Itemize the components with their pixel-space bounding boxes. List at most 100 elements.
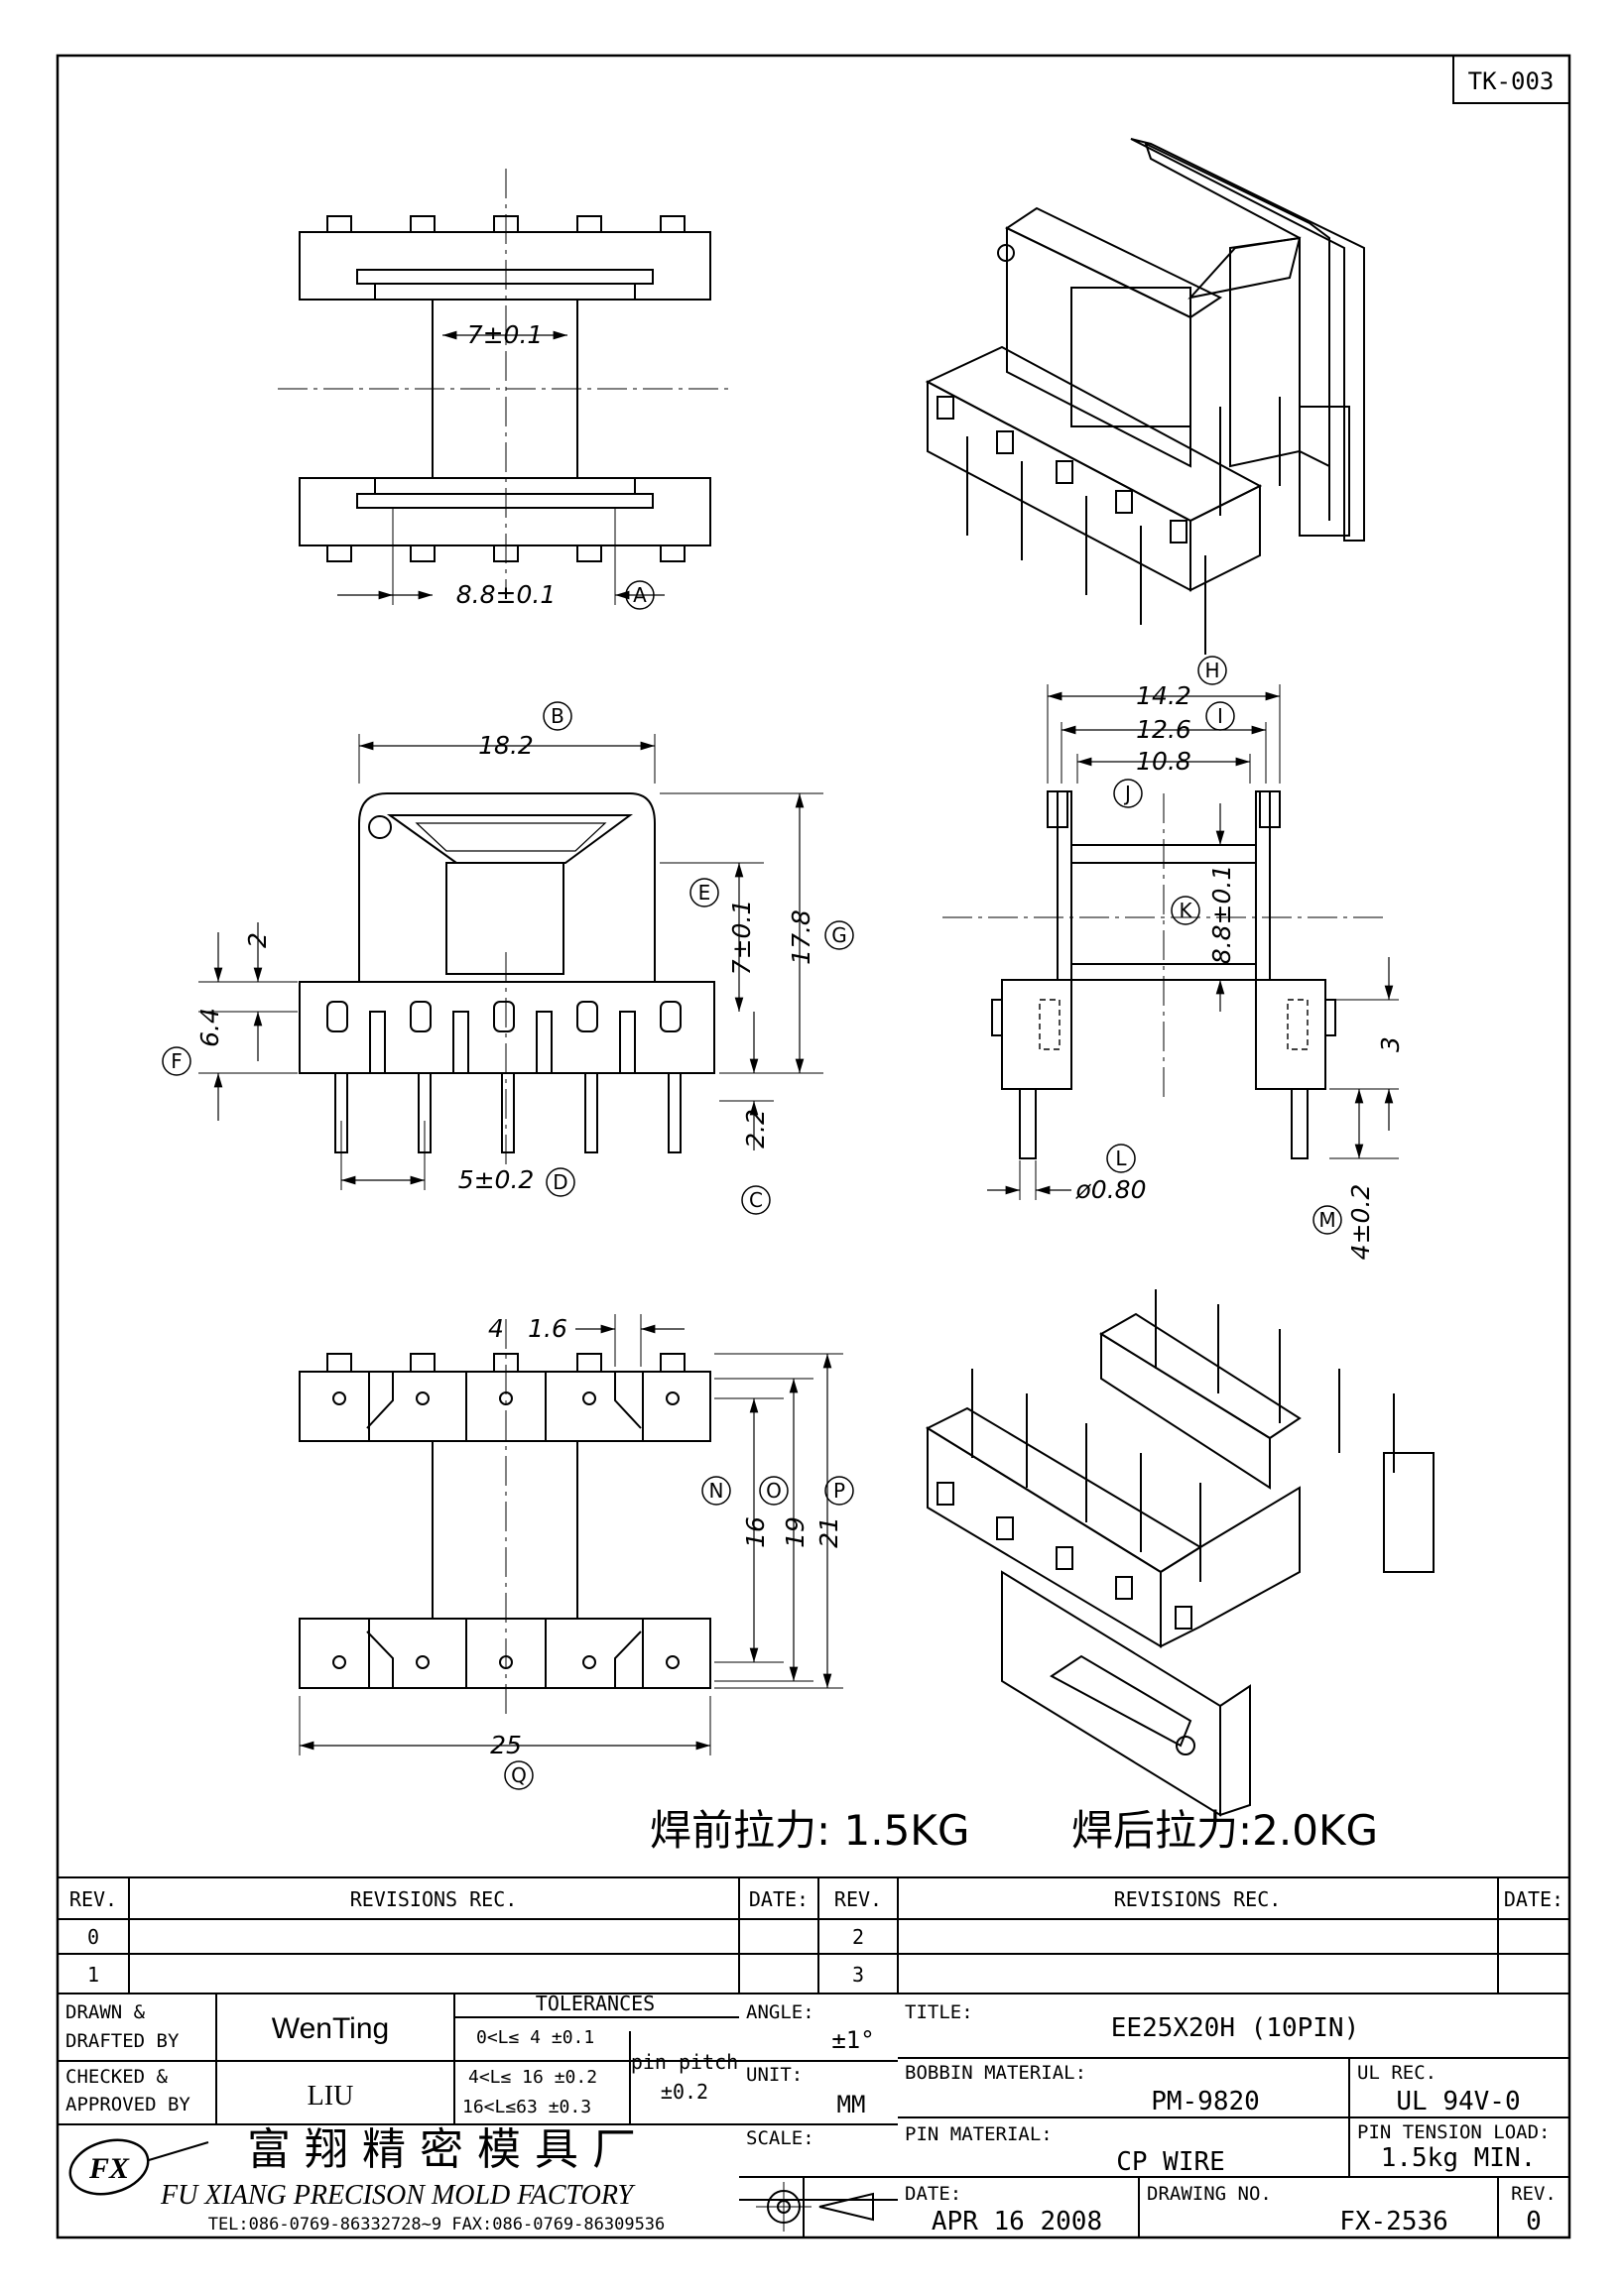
tension-value: 1.5kg MIN. [1381, 2143, 1537, 2173]
drawn-label-1: DRAWN & [65, 2001, 146, 2023]
dim-6-4: 6.4 [195, 1008, 224, 1047]
svg-text:K: K [1179, 899, 1192, 922]
svg-text:F: F [171, 1049, 183, 1073]
angle-value: ±1° [831, 2026, 874, 2054]
unit-value: MM [837, 2091, 866, 2118]
scale-label: SCALE: [746, 2127, 814, 2149]
marker-a: A [625, 580, 655, 610]
rev-header-right: REV. [834, 1887, 882, 1911]
svg-text:O: O [766, 1479, 782, 1503]
title-label: TITLE: [905, 2001, 973, 2023]
tol-row-3: 16<L≤63 ±0.3 [462, 2097, 591, 2117]
marker-c: C [741, 1185, 771, 1215]
dim-4: 4±0.2 [1346, 1184, 1375, 1261]
ul-label: UL REC. [1357, 2062, 1437, 2084]
svg-text:A: A [633, 583, 647, 607]
marker-g: G [824, 920, 854, 950]
tension-after-note: 焊后拉力:2.0KG [1071, 1806, 1378, 1855]
rec-header-right: REVISIONS REC. [1114, 1887, 1282, 1911]
dim-8-8-side: 8.8±0.1 [1207, 865, 1236, 964]
tol-row-1: 0<L≤ 4 ±0.1 [476, 2027, 594, 2048]
dim-19: 19 [781, 1516, 810, 1548]
checked-value: LIU [308, 2081, 354, 2112]
date-label: DATE: [905, 2183, 961, 2205]
dim-8-8-top: 8.8±0.1 [456, 580, 556, 609]
bobbin-value: PM-9820 [1151, 2087, 1260, 2116]
view-bottom [299, 1314, 843, 1755]
svg-text:G: G [831, 923, 847, 947]
svg-text:I: I [1217, 704, 1223, 728]
dim-2: 2 [243, 932, 272, 948]
company-contact: TEL:086-0769-86332728~9 FAX:086-0769-863… [208, 2215, 666, 2235]
rev-row-2: 2 [852, 1925, 864, 1949]
marker-b: B [543, 701, 572, 731]
dim-1-6: 1.6 [528, 1314, 567, 1343]
dim-4-bottom: 4 [488, 1314, 504, 1343]
title-block-grid [58, 1994, 1569, 2237]
marker-d: D [546, 1167, 575, 1197]
tol-row-2: 4<L≤ 16 ±0.2 [468, 2067, 597, 2088]
drawing-no-label: DRAWING NO. [1147, 2183, 1272, 2205]
view-side [942, 684, 1399, 1200]
dim-25: 25 [490, 1731, 522, 1759]
svg-text:J: J [1123, 782, 1131, 805]
svg-text:C: C [749, 1188, 763, 1212]
pin-pitch-value: ±0.2 [661, 2080, 708, 2104]
svg-text:L: L [1115, 1147, 1127, 1170]
logo-fx-mark: FX [88, 2152, 130, 2185]
company-name-cn: 富 翔 精 密 模 具 厂 [247, 2124, 636, 2175]
svg-text:D: D [553, 1170, 567, 1194]
svg-text:H: H [1204, 659, 1219, 682]
drawing-tag: TK-003 [1452, 55, 1570, 104]
tolerances-title: TOLERANCES [536, 1992, 655, 2015]
dim-16: 16 [741, 1516, 770, 1548]
unit-label: UNIT: [746, 2064, 803, 2086]
rec-header-left: REVISIONS REC. [350, 1887, 518, 1911]
svg-text:P: P [833, 1479, 845, 1503]
company-name-en: FU XIANG PRECISON MOLD FACTORY [160, 2180, 636, 2211]
marker-h: H [1197, 656, 1227, 685]
drawn-label-2: DRAFTED BY [65, 2030, 180, 2052]
pin-material-label: PIN MATERIAL: [905, 2123, 1053, 2145]
drawing-no-value: FX-2536 [1339, 2207, 1448, 2236]
svg-text:E: E [698, 881, 711, 905]
dim-5-pitch: 5±0.2 [458, 1165, 535, 1194]
title-value: EE25X20H (10PIN) [1111, 2013, 1359, 2043]
dim-17-8: 17.8 [787, 909, 815, 965]
view-top [278, 169, 734, 605]
revisions-table [58, 1876, 1569, 1994]
dim-2-2: 2.2 [741, 1109, 770, 1148]
view-iso-lower [925, 1289, 1435, 1817]
dim-21: 21 [814, 1516, 843, 1548]
sheet-border [56, 54, 1571, 2239]
tension-before-note: 焊前拉力: 1.5KG [650, 1806, 969, 1855]
pin-pitch-label: pin pitch [631, 2050, 738, 2074]
marker-q: Q [504, 1760, 534, 1790]
rev-row-0: 0 [87, 1925, 99, 1949]
svg-text:B: B [551, 704, 564, 728]
marker-n: N [701, 1476, 731, 1506]
marker-p: P [824, 1476, 854, 1506]
marker-o: O [759, 1476, 789, 1506]
marker-m: M [1312, 1205, 1342, 1235]
company-logo: FX [68, 2138, 209, 2196]
checked-label-1: CHECKED & [65, 2066, 169, 2088]
marker-e: E [689, 878, 719, 907]
svg-text:M: M [1318, 1208, 1335, 1232]
date-header-right: DATE: [1504, 1887, 1563, 1911]
rev-header-left: REV. [69, 1887, 117, 1911]
marker-f: F [162, 1046, 191, 1076]
marker-k: K [1171, 896, 1200, 925]
rev-label: REV. [1511, 2183, 1557, 2205]
drawn-value: WenTing [272, 2012, 389, 2045]
view-front [198, 734, 823, 1190]
dim-18-2: 18.2 [478, 731, 534, 760]
dim-7-front: 7±0.1 [727, 900, 756, 976]
date-header-left: DATE: [749, 1887, 809, 1911]
angle-label: ANGLE: [746, 2001, 814, 2023]
projection-symbol [756, 2182, 874, 2232]
drawing-tag-text: TK-003 [1468, 67, 1555, 95]
ul-value: UL 94V-0 [1396, 2087, 1520, 2116]
dim-3: 3 [1376, 1036, 1405, 1052]
